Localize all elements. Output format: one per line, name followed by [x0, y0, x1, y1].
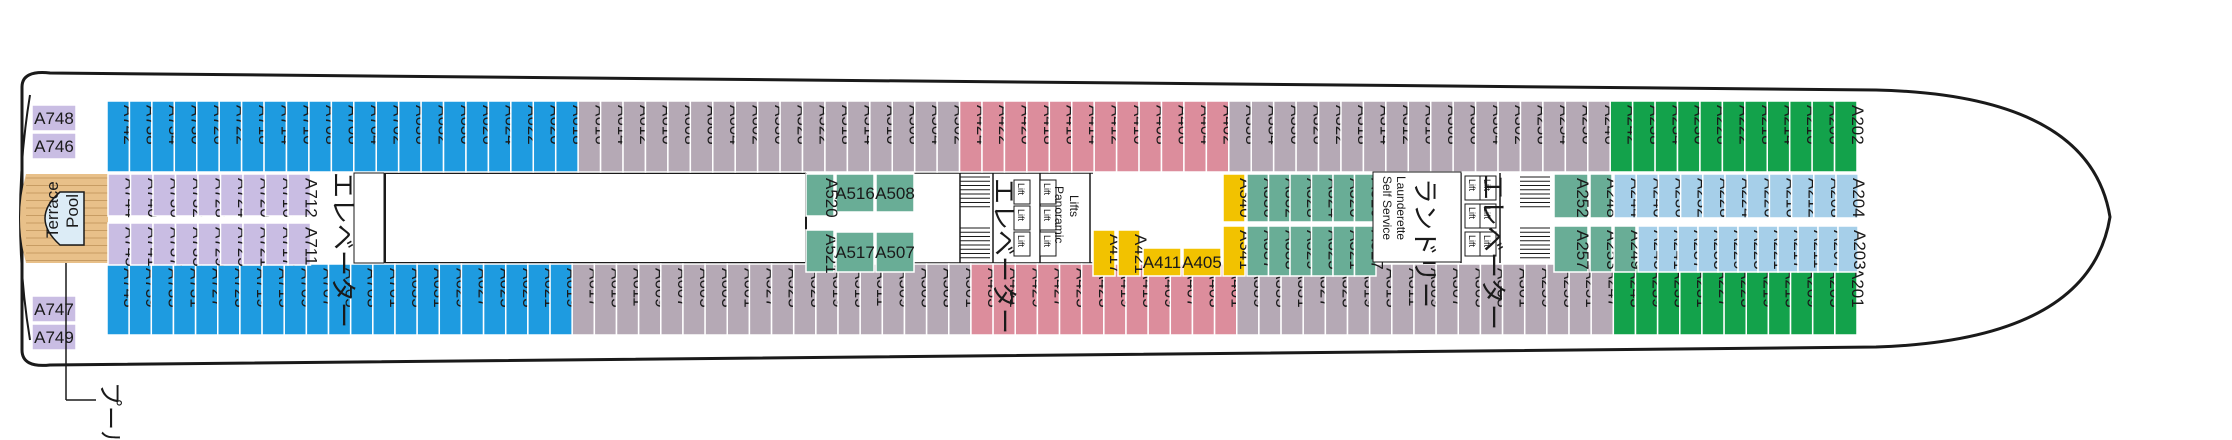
- cabin-label: A257: [1573, 230, 1592, 270]
- svg-text:Lift: Lift: [1482, 179, 1492, 192]
- cabin-A204[interactable]: A204: [1835, 173, 1868, 219]
- cabin-label: A203: [1850, 230, 1869, 270]
- stairs-icon: [1520, 227, 1550, 259]
- cabin-label: A520: [822, 178, 841, 218]
- cabin-label: A252: [1573, 178, 1592, 218]
- elevator-mid-label: エレベーター: [988, 178, 1018, 334]
- pool-label-line2: Pool: [63, 194, 82, 228]
- cabin-label: A202: [1848, 105, 1867, 145]
- cabin-A711[interactable]: A711: [287, 222, 320, 266]
- lift-icon[interactable]: Lift: [1479, 175, 1497, 201]
- cabin-A712[interactable]: A712: [287, 173, 320, 218]
- cabin-A517[interactable]: A517: [835, 231, 875, 273]
- cabin-layer: A742A738A734A730A726A722A718A714A710A708…: [31, 100, 1869, 351]
- deck-walls: LiftLiftLiftLiftLiftLiftLiftLiftLiftLift…: [363, 172, 1550, 264]
- svg-text:Lift: Lift: [1042, 209, 1052, 222]
- elevator-aft[interactable]: エレベーター: [327, 172, 385, 328]
- cabin-label: A746: [34, 137, 74, 156]
- cabin-label: A748: [34, 109, 74, 128]
- lift-icon[interactable]: Lift: [1039, 205, 1057, 231]
- laundry-sub-1: Self Service: [1380, 176, 1394, 240]
- pool-callout-label: プール: [96, 382, 124, 440]
- cabin-label: A516: [835, 184, 875, 203]
- cabin-label: A405: [1182, 253, 1222, 272]
- lift-icon[interactable]: Lift: [1013, 205, 1031, 231]
- lift-icon[interactable]: Lift: [1479, 231, 1497, 257]
- svg-text:Lift: Lift: [1482, 207, 1492, 220]
- cabin-label: A517: [835, 243, 875, 262]
- lift-icon[interactable]: Lift: [1479, 203, 1497, 229]
- svg-text:Lift: Lift: [1467, 207, 1477, 220]
- laundry-label: ランドリー: [1409, 178, 1439, 308]
- panoramic-lifts[interactable]: Panoramic Lifts: [1052, 186, 1081, 243]
- lift-icon[interactable]: Lift: [1013, 231, 1031, 257]
- elevator-aft-label: エレベーター: [327, 172, 357, 328]
- cabin-A516[interactable]: A516: [835, 173, 875, 213]
- svg-text:Lift: Lift: [1042, 183, 1052, 196]
- lift-icon[interactable]: Lift: [1464, 231, 1482, 257]
- cabin-label: A507: [875, 243, 915, 262]
- cabin-label: A712: [301, 178, 320, 218]
- cabin-label: A749: [34, 328, 74, 347]
- svg-text:Lift: Lift: [1482, 235, 1492, 248]
- laundry-sub-2: Launderette: [1394, 176, 1408, 240]
- cabin-A749[interactable]: A749: [31, 323, 77, 351]
- pool-callout: プール: [65, 263, 124, 440]
- stairs-icon: [960, 176, 990, 208]
- cabin-A257[interactable]: A257: [1553, 225, 1592, 273]
- panoramic-label-1: Panoramic: [1052, 186, 1066, 243]
- stairs-icon: [1520, 176, 1550, 208]
- cabin-label: A411: [1143, 253, 1181, 272]
- cabin-label: A508: [875, 184, 915, 203]
- cabin-label: A747: [34, 300, 74, 319]
- lift-icon[interactable]: Lift: [1013, 179, 1031, 205]
- lift-icon[interactable]: Lift: [1039, 179, 1057, 205]
- lift-icon[interactable]: Lift: [1039, 231, 1057, 257]
- cabin-A201[interactable]: A201: [1834, 263, 1867, 336]
- cabin-label: A201: [1848, 268, 1867, 308]
- cabin-label: A204: [1849, 178, 1868, 218]
- svg-text:Lift: Lift: [1467, 235, 1477, 248]
- cabin-A507[interactable]: A507: [875, 231, 915, 273]
- svg-text:Lift: Lift: [1016, 183, 1026, 196]
- lift-icon[interactable]: Lift: [1464, 175, 1482, 201]
- terrace-pool-area: Terrace Pool: [20, 174, 108, 263]
- cabin-A508[interactable]: A508: [875, 173, 915, 213]
- cabin-A203[interactable]: A203: [1837, 225, 1869, 273]
- svg-text:Lift: Lift: [1042, 235, 1052, 248]
- stairs-icon: [960, 227, 990, 259]
- elevator-fwd-label: エレベーター: [1477, 174, 1507, 330]
- panoramic-label-2: Lifts: [1067, 195, 1081, 217]
- cabin-A252[interactable]: A252: [1553, 173, 1592, 219]
- cabin-A747[interactable]: A747: [31, 295, 77, 323]
- pool-label-line1: Terrace: [43, 181, 62, 238]
- cabin-A746[interactable]: A746: [31, 132, 77, 160]
- stern-wall: [19, 94, 31, 341]
- launderette[interactable]: Self Service Launderette ランドリー: [1372, 171, 1462, 308]
- cabin-A411[interactable]: A411: [1142, 247, 1182, 277]
- svg-text:Lift: Lift: [1016, 235, 1026, 248]
- cabin-label: A711: [301, 227, 320, 265]
- cabin-A748[interactable]: A748: [31, 104, 77, 132]
- terrace-pool[interactable]: [44, 191, 85, 246]
- svg-text:Lift: Lift: [1467, 179, 1477, 192]
- elevator-fwd[interactable]: エレベーター: [1477, 174, 1507, 330]
- hull-outline: [20, 71, 2112, 367]
- svg-text:Lift: Lift: [1016, 209, 1026, 222]
- cabin-A520[interactable]: A520: [805, 173, 841, 218]
- cabin-A202[interactable]: A202: [1833, 100, 1867, 173]
- elevator-mid[interactable]: エレベーター: [988, 178, 1018, 334]
- cabin-A405[interactable]: A405: [1182, 247, 1222, 277]
